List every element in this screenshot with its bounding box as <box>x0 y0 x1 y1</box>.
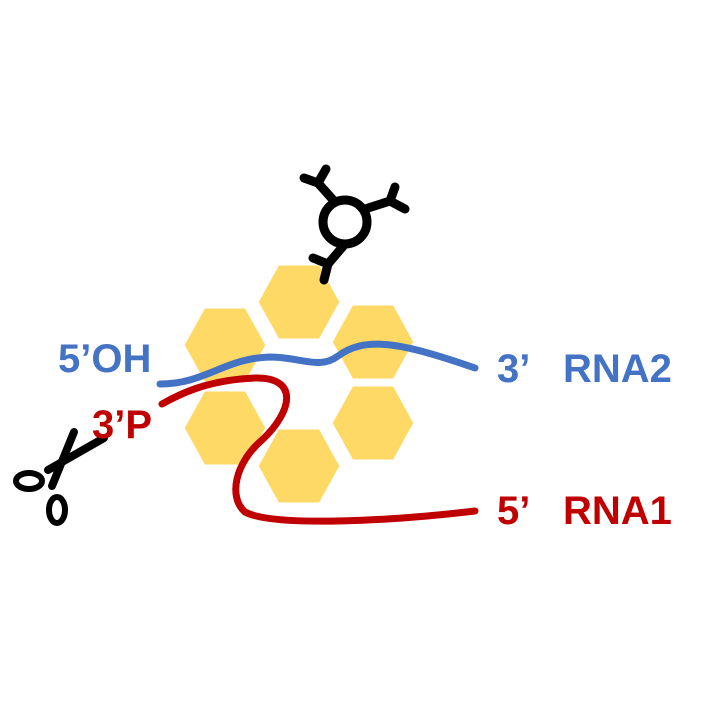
rna1-5prime-label: 5’ <box>497 489 530 533</box>
rna2-strand <box>156 340 479 388</box>
scissors-icon <box>13 428 108 526</box>
rna2-name-label: RNA2 <box>563 347 672 391</box>
antibody-trimer-icon <box>299 164 410 285</box>
rna1-name-label: RNA1 <box>563 489 672 533</box>
rna1-strand <box>158 374 479 525</box>
hexagon-upper-left <box>181 305 269 385</box>
hexagon-lower-left <box>181 388 269 468</box>
rna2-5prime-label: 5’OH <box>58 337 151 381</box>
rna1-3prime-label: 3’P <box>92 403 152 447</box>
rna2-3prime-label: 3’ <box>497 347 530 391</box>
hexagon-bottom <box>255 426 343 506</box>
hexagon-lower-right <box>329 383 417 463</box>
